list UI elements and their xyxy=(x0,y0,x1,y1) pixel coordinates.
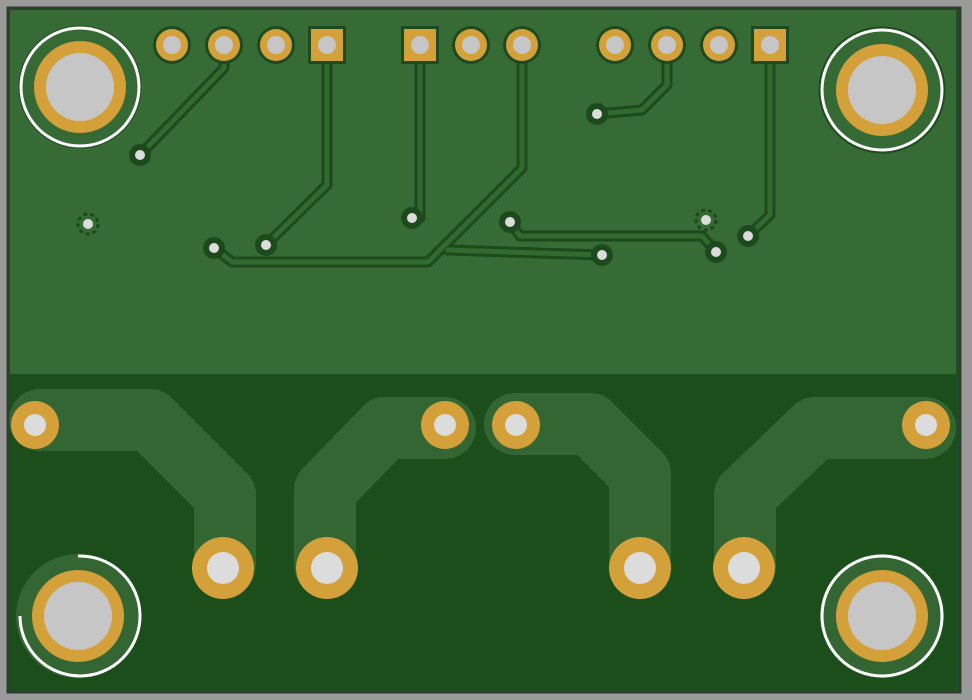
power-pad xyxy=(192,537,254,599)
header-pin xyxy=(700,26,738,64)
power-pad xyxy=(492,401,540,449)
trace-5 xyxy=(445,247,605,258)
top-copper-pour xyxy=(10,10,956,374)
power-pad xyxy=(609,537,671,599)
header-pin-square xyxy=(751,26,789,64)
power-traces xyxy=(9,389,956,596)
header-pins xyxy=(153,26,789,64)
power-pads xyxy=(11,401,950,599)
mounting-hole-bottom-right xyxy=(820,554,944,678)
header-pin xyxy=(596,26,634,64)
via xyxy=(499,211,521,233)
via xyxy=(203,237,225,259)
mounting-hole-top-right xyxy=(818,26,946,154)
via-unconnected xyxy=(76,212,100,236)
power-pad xyxy=(902,401,950,449)
power-trace-1 xyxy=(9,389,256,596)
header-pin xyxy=(648,26,686,64)
power-trace-2 xyxy=(294,397,476,596)
header-pin xyxy=(153,26,191,64)
header-pin-square xyxy=(308,26,346,64)
mounting-holes xyxy=(16,25,946,678)
via-unconnected xyxy=(694,208,718,232)
power-pad xyxy=(713,537,775,599)
via xyxy=(737,225,759,247)
header-pin xyxy=(205,26,243,64)
trace-7 xyxy=(594,42,670,117)
via xyxy=(255,234,277,256)
power-trace-4 xyxy=(714,397,956,596)
header-pin-square xyxy=(401,26,439,64)
via xyxy=(401,207,423,229)
vias xyxy=(76,103,759,266)
mounting-hole-bottom-left xyxy=(16,554,142,678)
trace-2 xyxy=(263,42,330,248)
power-pad xyxy=(296,537,358,599)
via xyxy=(586,103,608,125)
header-pin xyxy=(503,26,541,64)
via xyxy=(129,144,151,166)
trace-4 xyxy=(211,42,525,265)
power-pad xyxy=(11,401,59,449)
header-pin xyxy=(452,26,490,64)
via xyxy=(705,241,727,263)
via xyxy=(591,244,613,266)
mounting-hole-top-left xyxy=(18,25,142,149)
power-pad xyxy=(421,401,469,449)
header-pin xyxy=(257,26,295,64)
power-trace-3 xyxy=(484,393,671,596)
